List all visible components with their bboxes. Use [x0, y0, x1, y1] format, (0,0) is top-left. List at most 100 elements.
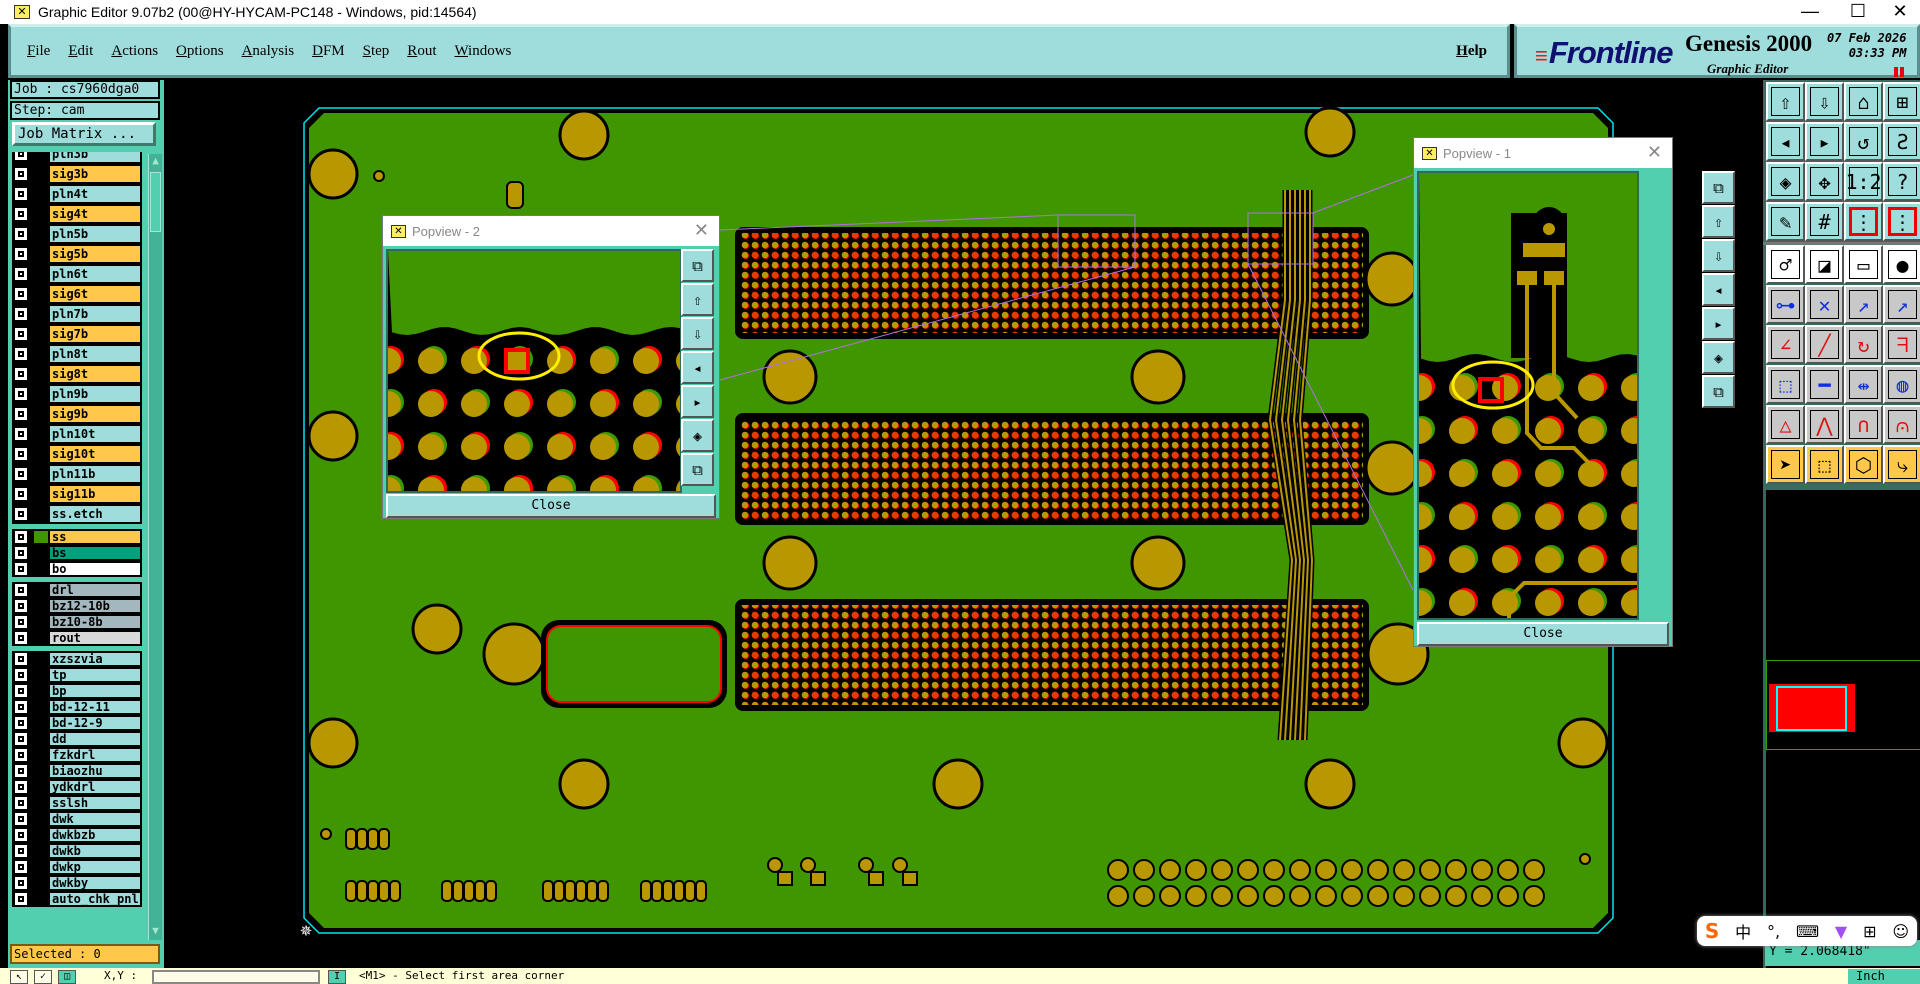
layer-checkbox[interactable]	[15, 208, 27, 220]
layer-row-pln4t[interactable]: pln4t	[12, 184, 142, 204]
layer-checkbox[interactable]	[15, 348, 27, 360]
undo-view-button[interactable]: ↺	[1844, 122, 1883, 161]
layer-row-fzkdrl[interactable]: fzkdrl	[12, 747, 142, 763]
avatar-icon[interactable]: ☺	[1892, 921, 1909, 941]
layer-row-tp[interactable]: tp	[12, 667, 142, 683]
popview-2-titlebar[interactable]: ✕Popview - 2✕	[383, 216, 719, 246]
menu-file[interactable]: File	[27, 42, 51, 59]
select-net-button[interactable]: ⤷	[1883, 445, 1920, 484]
layer-checkbox[interactable]	[15, 632, 27, 644]
zoom-out-button[interactable]: ⇩	[1805, 82, 1844, 121]
layer-row-sig4t[interactable]: sig4t	[12, 204, 142, 224]
pan-all-button[interactable]: ⧉	[1702, 375, 1735, 408]
layer-checkbox[interactable]	[15, 563, 27, 575]
layer-row-auto_chk_pnl[interactable]: auto_chk_pnl	[12, 891, 142, 907]
layer-checkbox[interactable]	[15, 845, 27, 857]
popview-1-view[interactable]	[1417, 171, 1639, 620]
layer-checkbox[interactable]	[15, 152, 27, 160]
layer-checkbox[interactable]	[15, 829, 27, 841]
arch-cross-button[interactable]: ⩀	[1883, 405, 1920, 444]
layer-checkbox[interactable]	[15, 488, 27, 500]
layer-row-pln11b[interactable]: pln11b	[12, 464, 142, 484]
layer-checkbox[interactable]	[15, 733, 27, 745]
layer-row-ss.etch[interactable]: ss.etch	[12, 504, 142, 524]
layer-checkbox[interactable]	[15, 584, 27, 596]
segment-button[interactable]: ━	[1805, 365, 1844, 404]
popview-2-canvas[interactable]	[388, 251, 680, 491]
layer-row-xzszvia[interactable]: xzszvia	[12, 651, 142, 667]
layer-checkbox[interactable]	[15, 616, 27, 628]
zoom-in-button[interactable]: ⇧	[1702, 205, 1735, 238]
layer-row-rout[interactable]: rout	[12, 630, 142, 646]
layer-row-sig3b[interactable]: sig3b	[12, 164, 142, 184]
snap-point-2-button[interactable]: ↗	[1883, 285, 1920, 324]
layer-row-sig6t[interactable]: sig6t	[12, 284, 142, 304]
scroll-up-icon[interactable]: ▲	[152, 154, 159, 167]
layer-checkbox[interactable]	[15, 308, 27, 320]
mirror-button[interactable]: ᖷ	[1883, 325, 1920, 364]
layer-checkbox[interactable]	[15, 781, 27, 793]
layer-row-pln9b[interactable]: pln9b	[12, 384, 142, 404]
layer-checkbox[interactable]	[15, 717, 27, 729]
ime-toolbar[interactable]: S 中 °, ⌨ ▼ ⊞ ☺	[1697, 916, 1917, 946]
pan-left-button[interactable]: ◂	[681, 351, 714, 384]
punctuation-icon[interactable]: °,	[1767, 921, 1781, 941]
menu-rout[interactable]: Rout	[407, 42, 437, 59]
layer-checkbox[interactable]	[15, 188, 27, 200]
keyboard-icon[interactable]: ⌨	[1795, 921, 1820, 941]
zoom-out-button[interactable]: ⇩	[681, 317, 714, 350]
layer-row-dwkby[interactable]: dwkby	[12, 875, 142, 891]
job-matrix-button[interactable]: Job Matrix ...	[12, 122, 156, 146]
scroll-thumb[interactable]	[150, 172, 161, 232]
net-layer-button[interactable]: ⋮	[1844, 202, 1883, 241]
sogou-icon[interactable]: S	[1704, 919, 1720, 943]
layer-row-bp[interactable]: bp	[12, 683, 142, 699]
popview-2-view[interactable]	[386, 249, 682, 493]
layer-row-sslsh[interactable]: sslsh	[12, 795, 142, 811]
layer-row-dwkb[interactable]: dwkb	[12, 843, 142, 859]
angle-button[interactable]: ∠	[1766, 325, 1805, 364]
connect-button[interactable]: ⊶	[1766, 285, 1805, 324]
layer-checkbox[interactable]	[15, 388, 27, 400]
cursor-icon[interactable]: I	[328, 970, 346, 984]
popview-2-close-button[interactable]: Close	[386, 494, 716, 518]
select-arrow-button[interactable]: ➤	[1766, 445, 1805, 484]
skin-icon[interactable]: ▼	[1834, 921, 1848, 941]
layer-row-sig9b[interactable]: sig9b	[12, 404, 142, 424]
layer-checkbox[interactable]	[15, 368, 27, 380]
menu-edit[interactable]: Edit	[68, 42, 94, 59]
overlap-button[interactable]: ◍	[1883, 365, 1920, 404]
popview-1-canvas[interactable]	[1419, 173, 1637, 618]
triangle-button[interactable]: △	[1766, 405, 1805, 444]
menu-step[interactable]: Step	[362, 42, 390, 59]
layer-row-bz10-8b[interactable]: bz10-8b	[12, 614, 142, 630]
pan-right-button[interactable]: ▸	[1805, 122, 1844, 161]
layer-checkbox[interactable]	[15, 228, 27, 240]
popview-2-close-icon[interactable]: ✕	[693, 220, 709, 240]
layer-row-bz12-10b[interactable]: bz12-10b	[12, 598, 142, 614]
layer-row-drl[interactable]: drl	[12, 582, 142, 598]
layer-checkbox[interactable]	[15, 653, 27, 665]
layer-row-bo[interactable]: bo	[12, 561, 142, 577]
layer-row-bd-12-9[interactable]: bd-12-9	[12, 715, 142, 731]
layer-checkbox[interactable]	[15, 893, 27, 905]
pan-right-button[interactable]: ▸	[681, 385, 714, 418]
zoom-out-button[interactable]: ⇩	[1702, 239, 1735, 272]
layer-row-pln7b[interactable]: pln7b	[12, 304, 142, 324]
rotate-button[interactable]: ↻	[1844, 325, 1883, 364]
confirm-icon[interactable]: ✓	[34, 970, 52, 984]
pan-center-button[interactable]: ✥	[1805, 162, 1844, 201]
layer-row-dwk[interactable]: dwk	[12, 811, 142, 827]
menu-dfm[interactable]: DFM	[312, 42, 345, 59]
pan-all-button[interactable]: ⧉	[681, 453, 714, 486]
select-box-button[interactable]: ⬚	[1805, 445, 1844, 484]
layer-checkbox[interactable]	[15, 877, 27, 889]
line-button[interactable]: ╱	[1805, 325, 1844, 364]
delete-button[interactable]: ✕	[1805, 285, 1844, 324]
layer-checkbox[interactable]	[15, 248, 27, 260]
apps-grid-icon[interactable]: ⊞	[1863, 921, 1877, 941]
menu-windows[interactable]: Windows	[454, 42, 512, 59]
overview-viewport[interactable]	[1776, 686, 1847, 731]
layer-checkbox[interactable]	[15, 531, 27, 543]
